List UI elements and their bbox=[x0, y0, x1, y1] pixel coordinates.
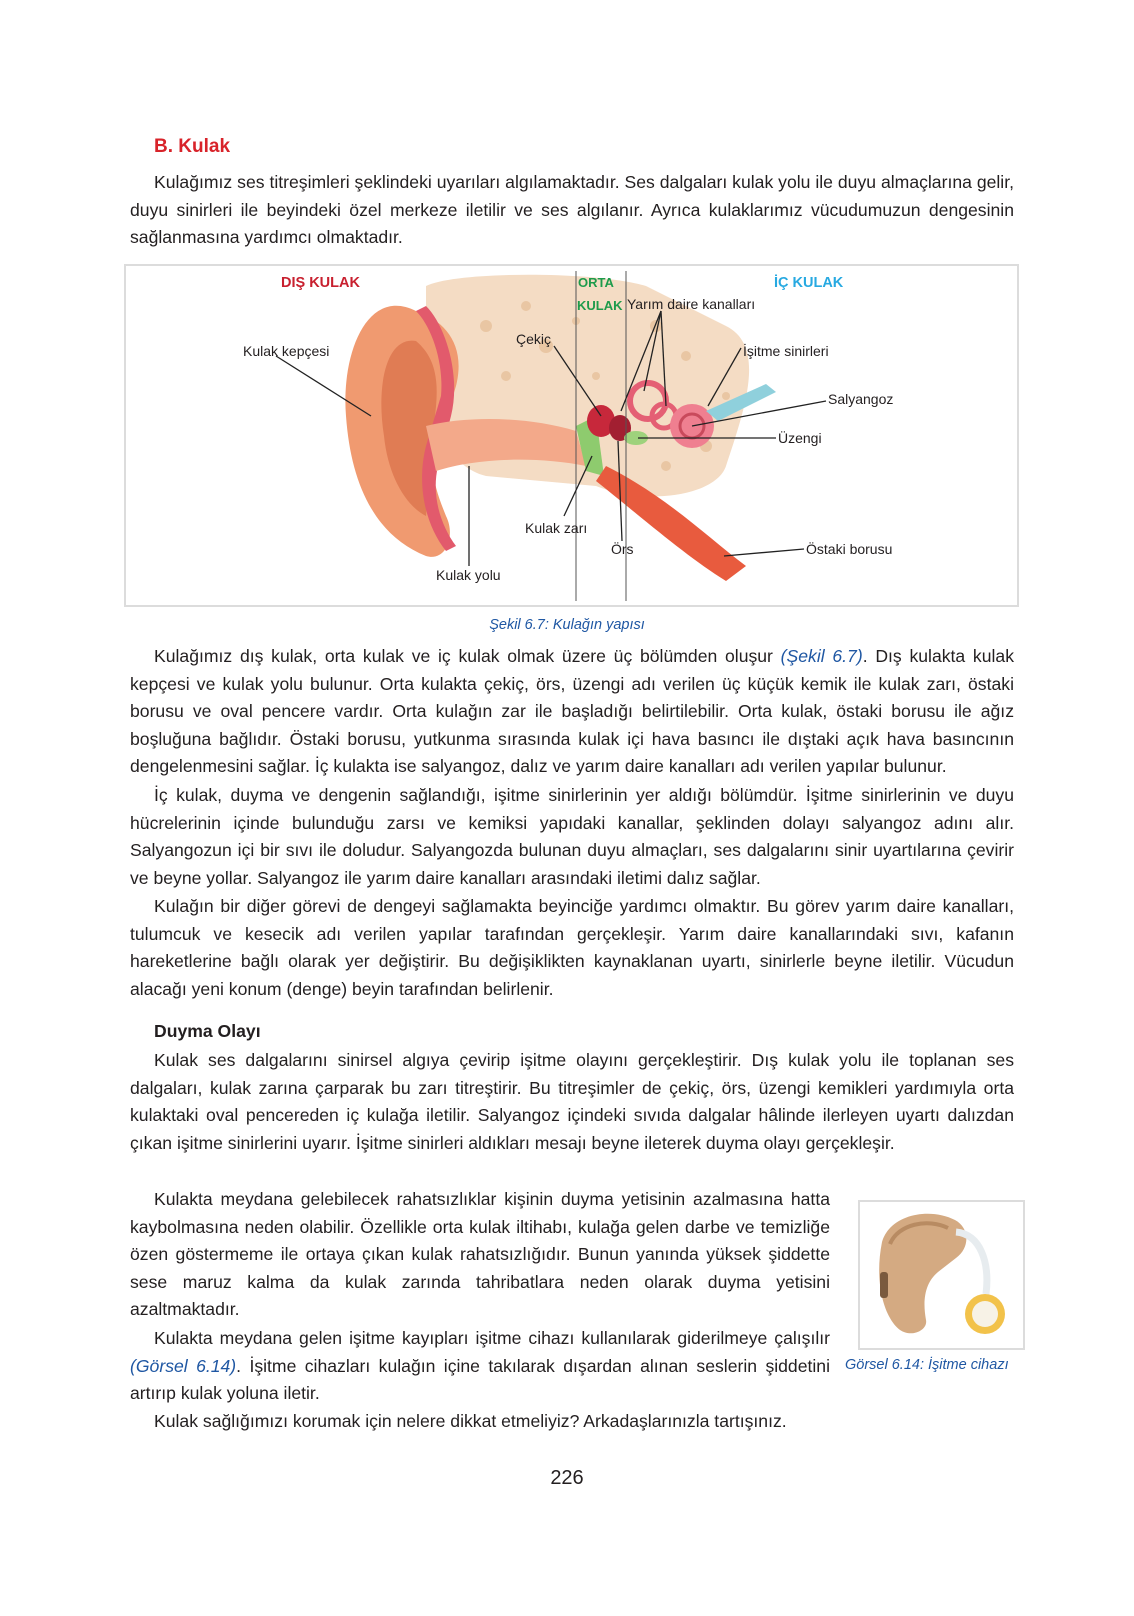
middle-ear-label-1: ORTA bbox=[578, 275, 614, 290]
eustachian-tube-shape bbox=[596, 466, 746, 581]
ear-canal-shape bbox=[426, 419, 586, 471]
paragraph-2-text-a: Kulağımız dış kulak, orta kulak ve iç ku… bbox=[154, 646, 781, 666]
leader-lines bbox=[275, 310, 827, 566]
hearing-aid-icon bbox=[879, 1213, 1005, 1334]
figure-caption: Şekil 6.7: Kulağın yapısı bbox=[489, 617, 645, 633]
paragraph-7-text-a: Kulakta meydana gelen işitme kayıpları i… bbox=[154, 1328, 830, 1348]
paragraph-hearing-aids: Kulakta meydana gelen işitme kayıpları i… bbox=[130, 1325, 830, 1408]
paragraph-ear-disorders: Kulakta meydana gelebilecek rahatsızlıkl… bbox=[130, 1189, 830, 1320]
hammer-shape bbox=[587, 405, 615, 437]
inner-ear-label: İÇ KULAK bbox=[774, 274, 844, 291]
ear-canal-label: Kulak yolu bbox=[436, 567, 501, 583]
stirrup-shape bbox=[624, 431, 648, 445]
auditory-nerves-label: İşitme sinirleri bbox=[743, 342, 829, 359]
paragraph-7-text-b: . İşitme cihazları kulağın içine takılar… bbox=[130, 1355, 830, 1404]
device-caption: Görsel 6.14: İşitme cihazı bbox=[845, 1357, 1009, 1373]
cochlea-label: Salyangoz bbox=[828, 391, 893, 407]
paragraph-2-text-b: . Dış kulakta kulak kepçesi ve kulak yol… bbox=[130, 646, 1014, 777]
eardrum-label: Kulak zarı bbox=[525, 520, 587, 536]
ear-diagram: DIŞ KULAK ORTA KULAK İÇ KULAK Kulak kepç… bbox=[243, 271, 893, 601]
paragraph-ear-sections: Kulağımız dış kulak, orta kulak ve iç ku… bbox=[130, 643, 1014, 781]
paragraph-discussion-question: Kulak sağlığımızı korumak için nelere di… bbox=[154, 1411, 787, 1431]
hearing-aid-image bbox=[858, 1200, 1025, 1350]
auricle-label: Kulak kepçesi bbox=[243, 343, 329, 359]
image-reference: (Görsel 6.14) bbox=[130, 1355, 237, 1376]
eustachian-tube-label: Östaki borusu bbox=[806, 540, 892, 557]
semicircular-canals-label: Yarım daire kanalları bbox=[627, 296, 755, 312]
figure-reference: (Şekil 6.7) bbox=[780, 646, 863, 666]
section-title: B. Kulak bbox=[154, 136, 231, 157]
ear-structure-figure: DIŞ KULAK ORTA KULAK İÇ KULAK Kulak kepç… bbox=[124, 264, 1019, 607]
middle-ear-label-2: KULAK bbox=[577, 298, 623, 313]
intro-paragraph: Kulağımız ses titreşimleri şeklindeki uy… bbox=[130, 172, 1014, 248]
anvil-label: Örs bbox=[611, 540, 634, 557]
paragraph-inner-ear: İç kulak, duyma ve dengenin sağlandığı, … bbox=[130, 785, 1014, 888]
hammer-label: Çekiç bbox=[516, 331, 551, 347]
subheading-hearing: Duyma Olayı bbox=[154, 1021, 261, 1041]
paragraph-hearing-process: Kulak ses dalgalarını sinirsel algıya çe… bbox=[130, 1050, 1014, 1153]
stirrup-label: Üzengi bbox=[778, 429, 822, 446]
auditory-nerve-shape bbox=[706, 384, 776, 421]
outer-ear-label: DIŞ KULAK bbox=[281, 275, 360, 291]
page-number: 226 bbox=[550, 1467, 584, 1489]
paragraph-balance: Kulağın bir diğer görevi de dengeyi sağl… bbox=[130, 896, 1014, 999]
